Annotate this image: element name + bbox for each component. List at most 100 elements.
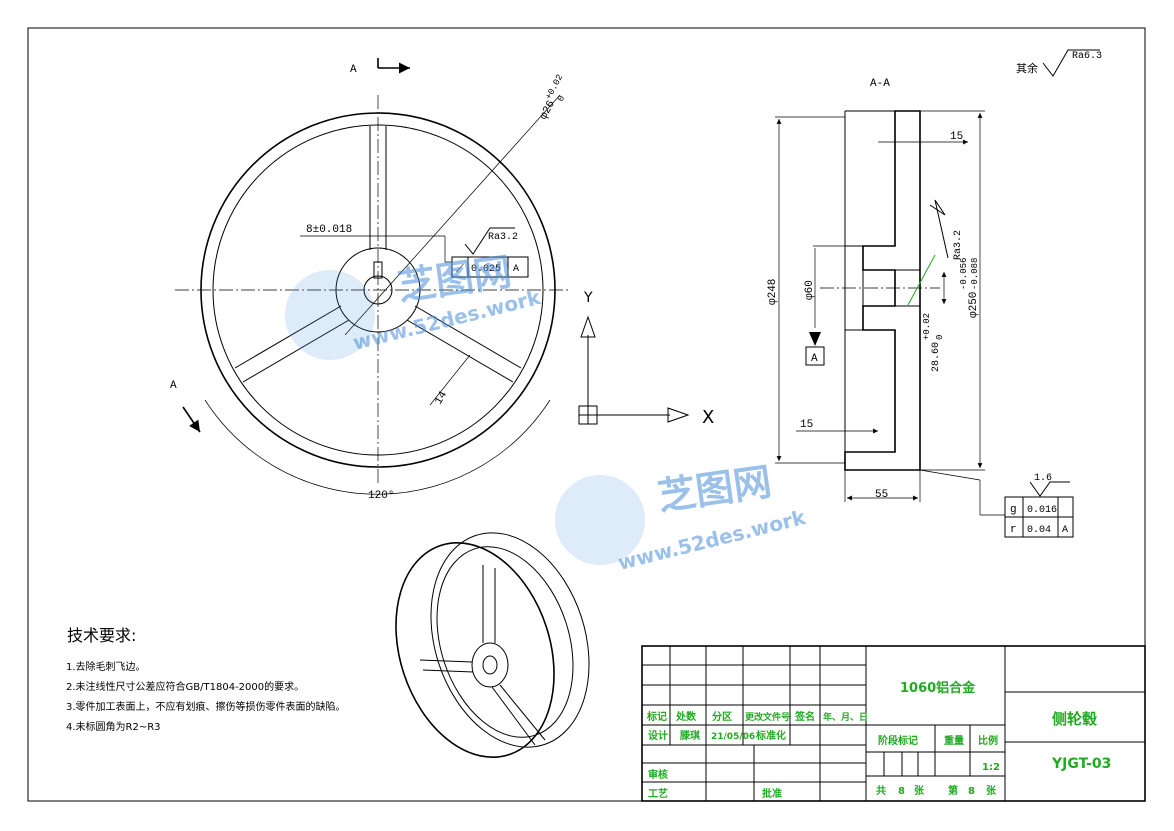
watermark: 芝图网 www.52des.work 芝图网 www.52des.work bbox=[285, 249, 809, 575]
section-arrow-top-icon bbox=[377, 58, 410, 68]
iso-spoke-5 bbox=[499, 684, 546, 741]
tol-row2-value: 0.04 bbox=[1027, 525, 1051, 536]
tolerance-value: 0.025 bbox=[471, 264, 501, 275]
dim-bottom-rim: 15 bbox=[800, 419, 813, 431]
note-item: 3.零件加工表面上，不应有划痕、擦伤等损伤零件表面的缺陷。 bbox=[66, 700, 346, 713]
tb-sheets-unit1: 张 bbox=[914, 784, 925, 797]
iso-outer-front bbox=[395, 542, 555, 758]
watermark-brand-2: 芝图网 bbox=[655, 459, 774, 518]
dim-rim-dia: φ250 bbox=[968, 292, 980, 318]
tolerance-symbol: ⟋ bbox=[456, 264, 464, 276]
section-mark-left: A bbox=[170, 380, 177, 392]
tol-table-leader bbox=[919, 469, 981, 481]
tolerance-frame bbox=[451, 256, 529, 278]
tb-sheet-no-label: 第 bbox=[948, 784, 958, 797]
x-axis-label: X bbox=[702, 407, 714, 428]
front-roughness: Ra3.2 bbox=[488, 232, 518, 243]
section-view: A-A 15 φ248 φ60 A φ250 -0.056 -0.088 bbox=[767, 49, 1102, 538]
tb-hdr-doc: 更改文件号 bbox=[745, 711, 790, 723]
tb-material: 1060铝合金 bbox=[900, 680, 976, 696]
outer-rim-circle bbox=[200, 112, 556, 468]
dim-spoke-width: 14 bbox=[433, 389, 450, 407]
hub-bore-circle bbox=[363, 275, 393, 305]
hub-outer-circle bbox=[335, 247, 421, 333]
tb-row-std: 标准化 bbox=[755, 729, 786, 742]
iso-hub bbox=[471, 642, 509, 688]
spoke-left-a bbox=[234, 305, 342, 369]
watermark-globe-icon-2 bbox=[555, 475, 645, 565]
surface-finish-other-icon bbox=[1042, 49, 1100, 77]
dia-leader bbox=[344, 94, 561, 336]
datum-box bbox=[805, 346, 825, 366]
green-leader bbox=[907, 254, 936, 306]
tb-part-name: 侧轮毂 bbox=[1052, 710, 1097, 728]
tb-sheets-total: 8 bbox=[898, 786, 905, 797]
section-mark-top: A bbox=[350, 64, 357, 76]
tb-weight: 重量 bbox=[944, 734, 964, 747]
inner-rim-circle bbox=[212, 124, 544, 456]
surface-finish-other-value: Ra6.3 bbox=[1072, 51, 1102, 62]
dim-slot: 8±0.018 bbox=[306, 224, 352, 236]
title-block: 标记 处数 分区 更改文件号 签名 年、月、日 设计 滕琪 21/05/06 标… bbox=[641, 645, 1146, 802]
front-view: φ26 +0.02 0 8±0.018 ⟋ 0.025 A Ra3.2 14 1… bbox=[170, 58, 570, 502]
iso-spoke-3 bbox=[419, 659, 473, 663]
dim-hub: 28.60 bbox=[931, 342, 942, 372]
tol-row2-symbol: r bbox=[1010, 524, 1017, 536]
tol-row2-datum: A bbox=[1062, 525, 1068, 536]
dim-angle: 120° bbox=[368, 490, 394, 502]
x-axis-arrow-icon bbox=[667, 407, 690, 423]
dim-rim-dia-lower: -0.088 bbox=[970, 258, 980, 290]
dim-hub-dia: φ26 bbox=[538, 99, 558, 122]
tb-hdr-date: 年、月、日 bbox=[823, 711, 868, 723]
tb-hdr-zone: 分区 bbox=[712, 710, 732, 723]
note-item: 4.未标圆角为R2~R3 bbox=[66, 721, 161, 733]
dim-top-rim: 15 bbox=[950, 131, 963, 143]
tb-sheets-total-label: 共 bbox=[876, 784, 886, 797]
datum-triangle-icon bbox=[809, 332, 821, 346]
iso-outer-back bbox=[430, 532, 590, 748]
drawing-border bbox=[27, 27, 1146, 802]
iso-spoke-6 bbox=[491, 686, 536, 746]
notes-heading: 技术要求: bbox=[67, 626, 136, 645]
tb-row-process: 工艺 bbox=[648, 787, 668, 800]
spoke-left-b bbox=[242, 319, 350, 383]
spoke-dim-line bbox=[429, 354, 471, 406]
tolerance-datum: A bbox=[513, 264, 519, 275]
section-roughness: Ra3.2 bbox=[953, 230, 964, 260]
tb-hdr-count: 处数 bbox=[675, 710, 697, 723]
dim-hub-lower: 0 bbox=[935, 335, 945, 340]
isometric-view bbox=[395, 532, 590, 758]
tb-row-approve: 批准 bbox=[762, 787, 782, 800]
tb-scale-value: 1:2 bbox=[982, 762, 1000, 773]
tol-row1-symbol: g bbox=[1010, 504, 1017, 516]
dim-outer-dia: φ248 bbox=[767, 279, 779, 305]
dim-rim-dia-upper: -0.056 bbox=[959, 258, 969, 290]
tol-roughness-small: 1.6 bbox=[1034, 473, 1052, 484]
roughness-symbol-icon bbox=[464, 227, 515, 255]
tb-scale-label: 比例 bbox=[978, 734, 998, 747]
tb-design-date: 21/05/06 bbox=[711, 732, 755, 742]
coordinate-axes: X Y bbox=[578, 290, 714, 428]
tb-drawing-no: YJGT-03 bbox=[1051, 756, 1111, 772]
spoke-right-b bbox=[406, 319, 514, 383]
dim-hub-upper: +0.02 bbox=[922, 313, 932, 340]
surface-finish-other: 其余 bbox=[1016, 61, 1038, 75]
tb-sheets-unit2: 张 bbox=[986, 784, 997, 797]
title-block-frame bbox=[641, 645, 1146, 802]
section-roughness-icon bbox=[929, 199, 949, 259]
tb-designer: 滕琪 bbox=[680, 729, 700, 742]
note-item: 2.未注线性尺寸公差应符合GB/T1804-2000的要求。 bbox=[66, 680, 304, 693]
tb-row-design: 设计 bbox=[648, 729, 668, 742]
technical-notes: 技术要求: 1.去除毛刺飞边。 2.未注线性尺寸公差应符合GB/T1804-20… bbox=[66, 626, 346, 733]
keyway-slot bbox=[373, 261, 383, 279]
datum-label: A bbox=[811, 353, 818, 365]
tb-sheet-no: 8 bbox=[968, 786, 975, 797]
dim-bore-dia: φ60 bbox=[804, 280, 816, 300]
section-profile-hatch bbox=[844, 110, 921, 471]
tb-stage-mark: 阶段标记 bbox=[878, 734, 918, 747]
dim-hub-dia-lower: 0 bbox=[556, 94, 567, 103]
iso-spoke-4 bbox=[422, 669, 474, 673]
dim-width: 55 bbox=[875, 489, 888, 501]
angle-arc bbox=[204, 399, 551, 495]
